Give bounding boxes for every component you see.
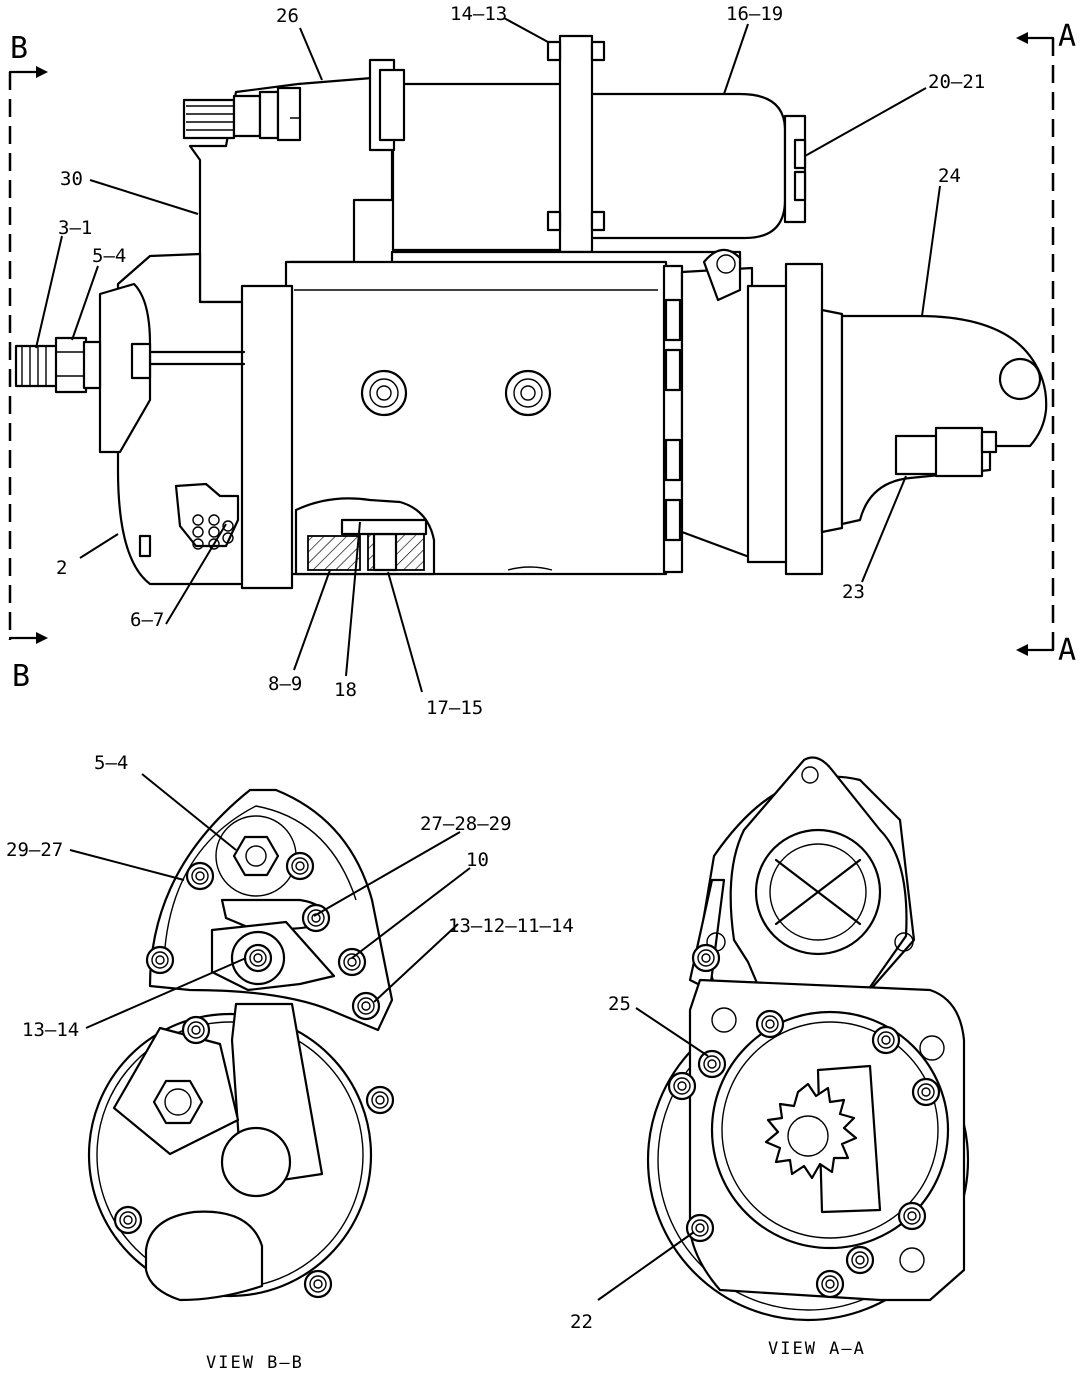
side-view-callouts: 26 14–13 16–19 20–21 24 30 3–1 5–4 2 6–7… <box>56 3 985 719</box>
brush-screws <box>192 514 234 550</box>
view-b-b: 5–4 27–28–29 29–27 10 13–12–11–14 13–14 … <box>6 752 574 1373</box>
drive-end-housing <box>662 248 1048 576</box>
pinion-gear <box>764 1082 858 1180</box>
callout-bb-10: 10 <box>466 849 489 871</box>
callout-20-21: 20–21 <box>928 71 985 93</box>
section-letter-a-top: A <box>1058 19 1076 54</box>
callout-3-1: 3–1 <box>58 217 92 239</box>
callout-bb-13-14: 13–14 <box>22 1019 79 1041</box>
terminal-nut <box>232 835 280 877</box>
commutator-end-frame <box>98 252 294 590</box>
callout-14-13: 14–13 <box>450 3 507 25</box>
callout-bb-29-27: 29–27 <box>6 839 63 861</box>
callout-17-15: 17–15 <box>426 697 483 719</box>
mounting-nut <box>152 1079 204 1125</box>
callout-5-4: 5–4 <box>92 245 126 267</box>
section-letters: B B A A <box>10 19 1076 694</box>
callout-aa-25: 25 <box>608 993 631 1015</box>
section-line-b <box>8 66 48 644</box>
side-view: 26 14–13 16–19 20–21 24 30 3–1 5–4 2 6–7… <box>8 3 1076 719</box>
section-letter-b-top: B <box>10 31 28 66</box>
callout-18: 18 <box>334 679 357 701</box>
view-a-a: 25 22 VIEW A–A <box>570 756 970 1359</box>
callout-bb-27-28-29: 27–28–29 <box>420 813 512 835</box>
callout-23: 23 <box>842 581 865 603</box>
yoke-screw <box>504 369 552 417</box>
callout-8-9: 8–9 <box>268 673 302 695</box>
yoke-screw <box>360 369 408 417</box>
section-line-a <box>1016 32 1055 656</box>
view-bb-title: VIEW B–B <box>206 1353 304 1373</box>
motor-yoke <box>284 260 668 576</box>
callout-24: 24 <box>938 165 961 187</box>
callout-16-19: 16–19 <box>726 3 783 25</box>
callout-26: 26 <box>276 5 299 27</box>
section-letter-b-bottom: B <box>12 659 30 694</box>
section-letter-a-bottom: A <box>1058 633 1076 668</box>
terminal-stud <box>14 336 102 394</box>
solenoid-bolt <box>546 40 606 62</box>
callout-bb-5-4: 5–4 <box>94 752 128 774</box>
callout-30: 30 <box>60 168 83 190</box>
callout-6-7: 6–7 <box>130 609 164 631</box>
solenoid <box>390 34 807 284</box>
callout-aa-22: 22 <box>570 1311 593 1333</box>
view-aa-title: VIEW A–A <box>768 1339 866 1359</box>
callout-bb-13-12-11-14: 13–12–11–14 <box>448 915 574 937</box>
side-view-leaders <box>35 17 941 693</box>
callout-2: 2 <box>56 557 67 579</box>
terminal-housing <box>182 58 406 304</box>
